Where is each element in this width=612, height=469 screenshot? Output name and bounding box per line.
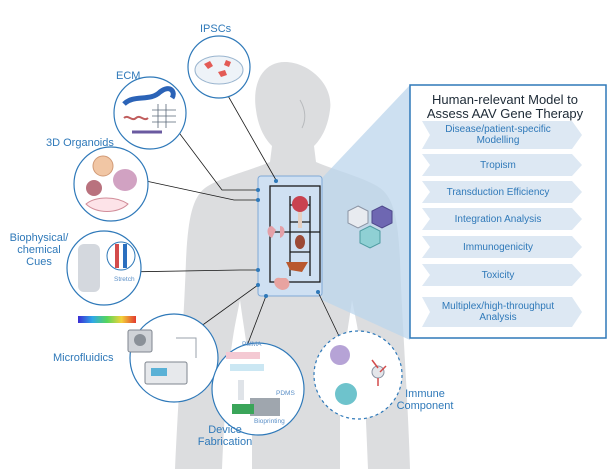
panel-title: Human-relevant Model to Assess AAV Gene … (426, 92, 584, 121)
kidney-organ (295, 235, 305, 249)
assessment-item-label: Integration Analysis (454, 213, 542, 225)
assessment-item-label: Toxicity (481, 269, 515, 281)
assessment-item-label: Transduction Efficiency (446, 186, 550, 198)
chevron-shape (422, 264, 582, 286)
liver-organ (286, 262, 308, 272)
stretch-label: Stretch (114, 276, 135, 283)
face-profile-line (299, 99, 306, 129)
assessment-item: Tropism (422, 154, 582, 176)
chevron-shape (422, 236, 582, 258)
assessment-item-label: Tropism (480, 159, 516, 171)
ipscs-circle (187, 35, 251, 99)
pdms-label: PDMS (276, 390, 295, 397)
stomach-organ (274, 277, 290, 290)
pmma-label: PMMA (242, 341, 262, 348)
assessment-item: Toxicity (422, 264, 582, 286)
assessment-item: Integration Analysis (422, 208, 582, 230)
assessment-item-label: Immunogenicity (462, 241, 534, 253)
immune-component-label: Immune Component (396, 388, 454, 412)
heart-organ (292, 196, 308, 212)
aav-capsids (347, 205, 393, 249)
gradient-bar (78, 316, 136, 323)
connector-lines (123, 79, 349, 381)
chevron-shape (422, 297, 582, 327)
chevron-shape (422, 154, 582, 176)
organoids-circle (73, 146, 149, 222)
assessment-item: Immunogenicity (422, 236, 582, 258)
device-fabrication-label: Device Fabrication (197, 424, 253, 448)
ecm-circle (113, 76, 187, 150)
chevron-shape (422, 121, 582, 149)
biophysical-circle (66, 230, 142, 306)
lung-organ (267, 226, 285, 238)
assessment-item: Transduction Efficiency (422, 181, 582, 203)
microfluidics-circle (127, 313, 219, 403)
chevron-shape (422, 181, 582, 203)
microfluidics-label: Microfluidics (53, 352, 114, 364)
bioprinting-label: Bioprinting (254, 418, 285, 425)
organoids-label: 3D Organoids (46, 137, 114, 149)
connector-dots (256, 179, 320, 298)
vessel-organ (298, 212, 302, 228)
ipscs-label: IPSCs (200, 23, 232, 35)
ecm-label: ECM (116, 70, 141, 82)
immune-circle (313, 330, 403, 420)
chevron-shape (422, 208, 582, 230)
biophysical-label: Biophysical/ chemical Cues (9, 232, 69, 268)
device-circle (211, 342, 305, 436)
